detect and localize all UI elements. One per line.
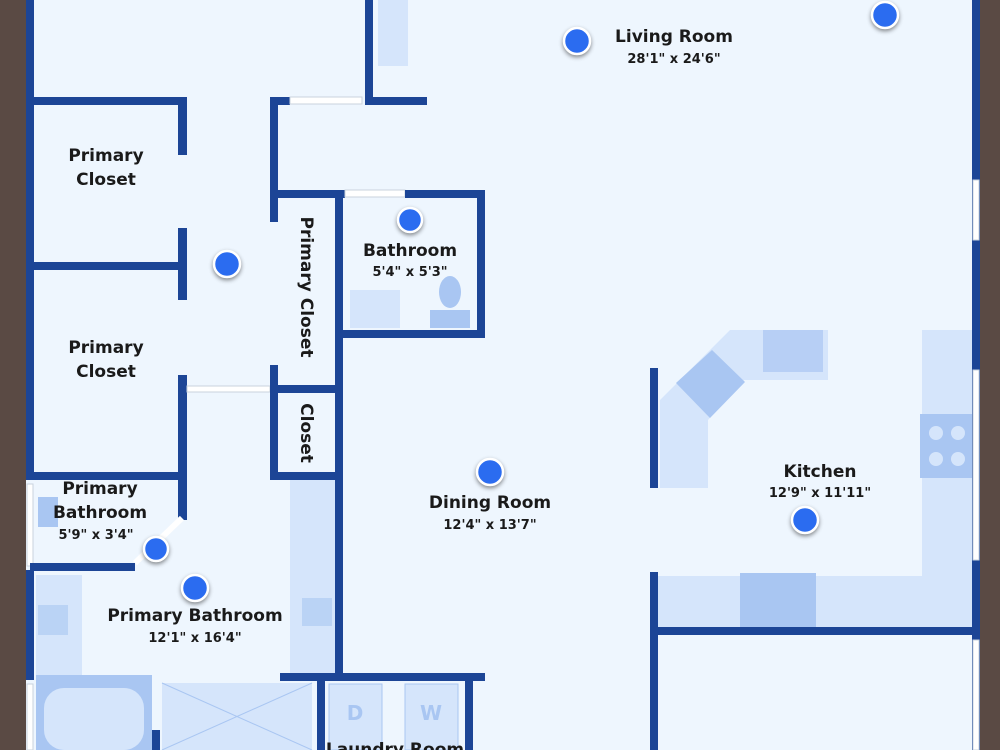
living-room-dims: 28'1" x 24'6" [627,52,720,67]
dining-room-dims: 12'4" x 13'7" [443,518,536,533]
fixtures [36,0,974,750]
hotspot-dining-room[interactable] [475,457,505,487]
refrigerator-icon [740,573,816,628]
primary-bathroom-small-name-line1: Primary [62,479,137,499]
hotspot-hallway[interactable] [212,249,242,279]
toilet-icon [430,310,470,328]
primary-closet-2-name-line2: Closet [76,362,136,382]
primary-bathroom-small-name-line2: Bathroom [53,503,147,523]
primary-closet-1-name-line2: Closet [76,170,136,190]
dining-room-name: Dining Room [429,493,551,513]
kitchen-name: Kitchen [784,462,857,482]
dryer-label: D [347,701,364,725]
hotspot-living-room-2[interactable] [870,0,900,30]
primary-bathroom-name: Primary Bathroom [107,606,282,626]
primary-bathroom-dims: 12'1" x 16'4" [148,631,241,646]
kitchen-dims: 12'9" x 11'11" [769,486,871,501]
primary-closet-vertical-name: Primary Closet [296,217,316,358]
hotspot-primary-bathroom[interactable] [180,573,210,603]
hotspot-kitchen[interactable] [790,505,820,535]
sink-icon [350,290,400,328]
primary-closet-2-name-line1: Primary [68,338,143,358]
bathroom-name: Bathroom [363,241,457,261]
hotspot-primary-bathroom-small[interactable] [142,535,170,563]
hotspots [142,0,900,603]
washer-label: W [420,701,442,725]
dishwasher-icon [676,350,745,418]
room-labels: Living Room 28'1" x 24'6" Primary Closet… [53,27,871,750]
kitchen-sink-icon [763,330,823,372]
primary-bathroom-small-dims: 5'9" x 3'4" [58,528,133,543]
hotspot-living-room[interactable] [562,26,592,56]
laundry-room-name: Laundry Room [326,740,464,750]
walls [26,0,980,750]
living-room-name: Living Room [615,27,733,47]
closet-name: Closet [296,403,316,463]
stove-icon [920,414,974,478]
washer-icon [404,683,459,750]
bathroom-dims: 5'4" x 5'3" [372,265,447,280]
dryer-icon [328,683,383,750]
primary-closet-1-name-line1: Primary [68,146,143,166]
hotspot-bathroom[interactable] [396,206,424,234]
